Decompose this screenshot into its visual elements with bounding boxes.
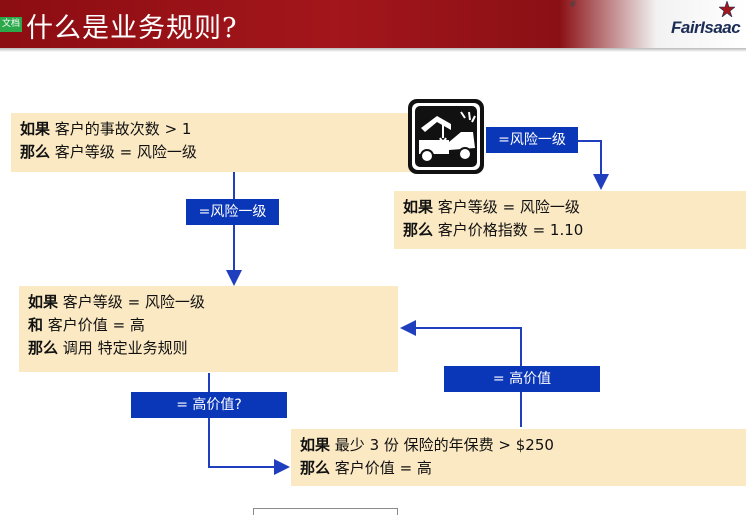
if-keyword: 如果 — [300, 436, 331, 454]
if-keyword: 如果 — [28, 293, 59, 311]
rule-box-price-index: 如果 客户等级 = 风险一级 那么 客户价格指数 = 1.10 — [394, 191, 746, 249]
condition-text: 客户等级 = 风险一级 — [62, 293, 205, 311]
action-text: 客户价值 = 高 — [334, 459, 432, 477]
if-keyword: 如果 — [403, 198, 434, 216]
tag-high-value-question: = 高价值? — [131, 392, 287, 418]
arrow-box4-to-box3 — [400, 320, 522, 427]
footer-frame — [253, 508, 398, 515]
then-keyword: 那么 — [403, 221, 434, 239]
action-text: 调用 特定业务规则 — [62, 339, 188, 357]
then-keyword: 那么 — [20, 143, 51, 161]
if-keyword: 如果 — [20, 120, 51, 138]
action-text: 客户价格指数 = 1.10 — [437, 221, 584, 239]
tick-mark: # — [569, 0, 577, 10]
arrow-box3-to-box4 — [208, 373, 290, 475]
tag-risk-level-down: =风险一级 — [186, 199, 279, 225]
arrow-truck-to-box2 — [578, 140, 609, 190]
condition-text: 客户的事故次数 > 1 — [54, 120, 192, 138]
then-keyword: 那么 — [28, 339, 59, 357]
condition-text: 客户等级 = 风险一级 — [437, 198, 580, 216]
company-logo: FairIsaac — [671, 18, 741, 37]
rule-box-customer-value: 如果 最少 3 份 保险的年保费 > $250 那么 客户价值 = 高 — [291, 429, 746, 486]
document-badge: 文档 — [0, 17, 22, 32]
condition-text: 最少 3 份 保险的年保费 > $250 — [334, 436, 554, 454]
header-bar — [0, 0, 746, 48]
logo-star-icon — [719, 1, 735, 17]
then-keyword: 那么 — [300, 459, 331, 477]
tag-high-value: = 高价值 — [444, 366, 600, 392]
tow-truck-icon — [408, 99, 484, 174]
and-keyword: 和 — [28, 316, 44, 334]
slide-title: 什么是业务规则? — [26, 13, 238, 44]
action-text: 客户等级 = 风险一级 — [54, 143, 197, 161]
tag-risk-level-right: =风险一级 — [486, 127, 578, 153]
condition-text: 客户价值 = 高 — [47, 316, 145, 334]
rule-box-call-rule: 如果 客户等级 = 风险一级 和 客户价值 = 高 那么 调用 特定业务规则 — [19, 286, 398, 372]
rule-box-accidents: 如果 客户的事故次数 > 1 那么 客户等级 = 风险一级 — [11, 113, 411, 172]
header-shadow — [0, 48, 746, 52]
